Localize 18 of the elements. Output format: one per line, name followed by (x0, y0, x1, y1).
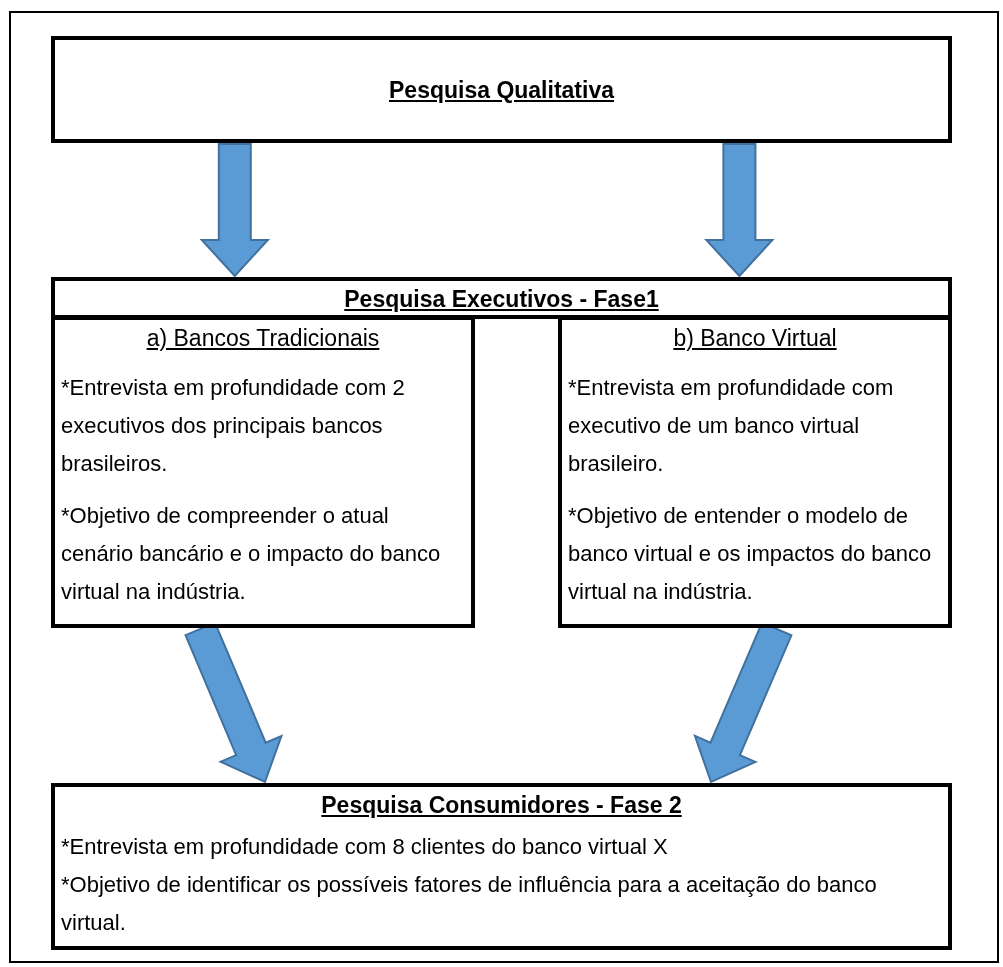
process-box (51, 783, 952, 950)
box-heading: Pesquisa Consumidores - Fase 2 (321, 791, 682, 820)
box-text: *Objetivo de entender o modelo de banco virtual e os impactos do banco virtual na indústria. (568, 502, 933, 606)
header-band (51, 277, 952, 319)
block-arrow (199, 143, 271, 278)
box-heading: b) Banco Virtual (673, 324, 837, 353)
box-text: *Entrevista em profundidade com 8 clientes do banco virtual X (61, 833, 669, 861)
box-text: *Objetivo de identificar os possíveis fatores de influência para a aceitação do banco virtual. (61, 871, 878, 937)
box-heading: Pesquisa Qualitativa (389, 75, 614, 105)
title-box (51, 36, 952, 143)
box-heading: a) Bancos Tradicionais (146, 324, 380, 353)
block-arrow (704, 143, 775, 278)
box-heading: Pesquisa Executivos - Fase1 (344, 285, 659, 314)
process-box (558, 316, 952, 628)
process-box (51, 316, 475, 628)
box-text: *Entrevista em profundidade com 2 executivos dos principais bancos brasileiros. (61, 374, 406, 478)
box-text: *Entrevista em profundidade com executivo de um banco virtual brasileiro. (568, 374, 895, 478)
box-text: *Objetivo de compreender o atual cenário bancário e o impacto do banco virtual na indústria. (61, 502, 442, 606)
